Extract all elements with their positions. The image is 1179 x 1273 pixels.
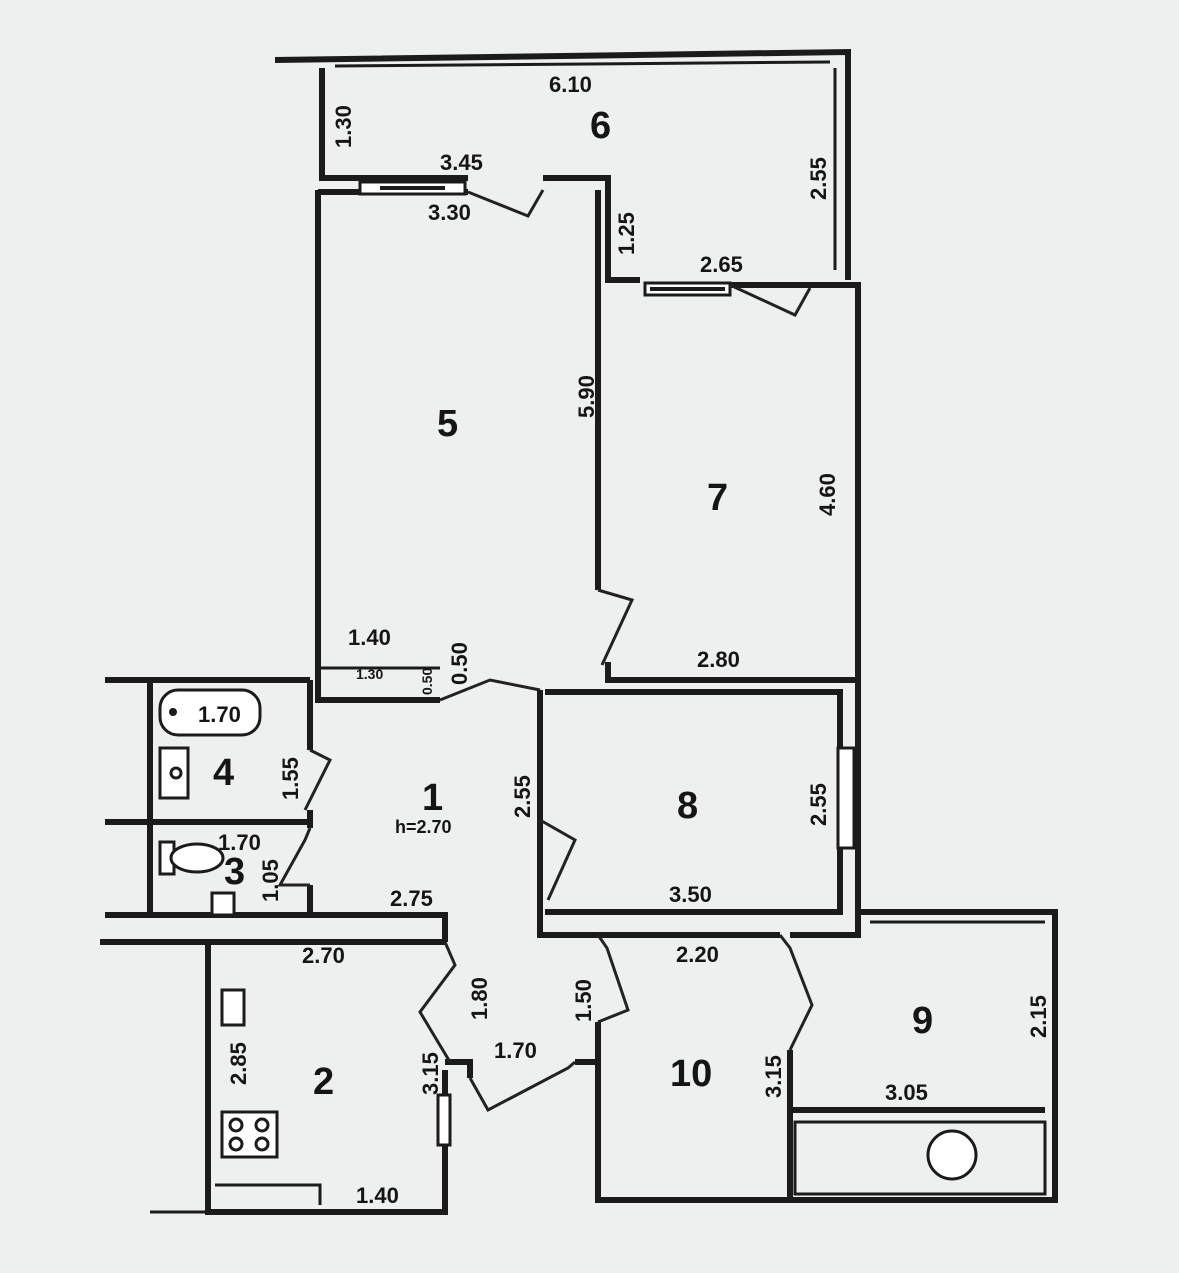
room-label-3: 3	[224, 851, 245, 893]
bathtub-drain	[169, 708, 177, 716]
dim-label: 1.70	[494, 1038, 537, 1063]
dim-label: 3.15	[418, 1052, 443, 1095]
dim-label: 3.50	[669, 882, 712, 907]
room9-round-fixture	[926, 1129, 978, 1181]
balcony-left-wall	[319, 68, 468, 181]
stove-burner	[228, 1136, 244, 1152]
dim-label: 1.80	[467, 977, 492, 1020]
room-label-1: 1	[422, 777, 443, 819]
kitchen-door	[418, 941, 457, 1063]
walls	[100, 48, 1058, 1215]
dim-label: 3.05	[885, 1080, 928, 1105]
room9-door	[778, 934, 814, 1051]
dim-label: 1.40	[348, 625, 391, 650]
balcony-glazing	[334, 60, 831, 68]
wc-door	[277, 827, 312, 887]
room9-divider	[787, 1050, 1045, 1113]
room5-door	[439, 678, 541, 702]
stove-burner	[254, 1117, 270, 1133]
kitchen-outer-wall	[205, 942, 448, 1215]
room-label-10: 10	[670, 1053, 712, 1095]
dim-label: 2.85	[226, 1042, 251, 1085]
room7-balcony-door	[729, 283, 812, 317]
room10-left-jamb	[575, 1022, 601, 1065]
stove	[220, 1110, 279, 1159]
dim-label: 4.60	[815, 473, 840, 516]
room7-right-wall	[728, 282, 861, 920]
balcony-partition-wall	[543, 175, 640, 283]
dim-label: 1.50	[571, 979, 596, 1022]
dim-label: 1.25	[614, 212, 639, 255]
room9-niche	[793, 1120, 1047, 1196]
stove-burner	[228, 1117, 244, 1133]
fixtures	[158, 688, 279, 1159]
room5-balcony-door	[467, 189, 545, 218]
wc-bottom-wall	[105, 912, 448, 942]
dim-label: 5.90	[574, 375, 599, 418]
bathtub	[158, 688, 262, 737]
doors	[277, 189, 814, 1113]
dim-label: 2.70	[302, 943, 345, 968]
dim-label: 2.15	[1026, 995, 1051, 1038]
room8-door	[539, 818, 577, 901]
kitchen-sink	[220, 988, 246, 1027]
stove-burner	[254, 1136, 270, 1152]
dim-label: 1.55	[278, 757, 303, 800]
room-label-2: 2	[313, 1061, 334, 1103]
kitchen-door-jamb	[445, 1059, 473, 1078]
hall-right-wall	[537, 690, 598, 938]
room9-walls	[790, 909, 1058, 1203]
dim-label: 1.30	[331, 105, 356, 148]
dim-label: 6.10	[549, 72, 592, 97]
room7-door	[597, 588, 635, 666]
balcony-outer-wall	[274, 48, 851, 280]
kitchen-window	[436, 1093, 452, 1147]
wc-shaft	[210, 891, 236, 917]
dim-label: 1.70	[198, 702, 241, 727]
dim-label: 2.75	[390, 886, 433, 911]
hall-door	[468, 1060, 576, 1113]
dim-label: 0.50	[419, 668, 435, 695]
room-label-8: 8	[677, 785, 698, 827]
dim-label: 0.50	[447, 642, 472, 685]
dim-label: 3.30	[428, 200, 471, 225]
room-labels: 6 5 7 4 3 1 h=2.70 8 2 10 9	[213, 105, 933, 1103]
room-label-7: 7	[707, 477, 728, 519]
dim-label: 2.55	[806, 783, 831, 826]
room10-walls	[595, 1022, 793, 1203]
dim-label: 2.20	[676, 942, 719, 967]
dim-label: 1.40	[356, 1183, 399, 1208]
dimension-labels: 6.10 1.30 3.45 3.30 1.25 2.55 2.65 5.90 …	[198, 72, 1051, 1208]
room-label-5: 5	[437, 403, 458, 445]
room7-bottom-wall	[605, 662, 858, 683]
room8-window	[836, 746, 856, 850]
dim-label: 3.15	[761, 1055, 786, 1098]
room10-door	[596, 934, 630, 1024]
bath-door	[303, 748, 333, 811]
dim-label: 3.45	[440, 150, 483, 175]
dim-label: 2.55	[510, 775, 535, 818]
dim-label: 1.05	[258, 859, 283, 902]
dim-label: 2.65	[700, 252, 743, 277]
toilet-bowl	[169, 842, 225, 874]
kitchen-counter	[215, 1183, 322, 1205]
room-label-6: 6	[590, 105, 611, 147]
dim-label: 1.70	[218, 830, 261, 855]
ceiling-height: h=2.70	[395, 817, 452, 837]
dim-label: 2.55	[806, 157, 831, 200]
dim-label: 2.80	[697, 647, 740, 672]
windows	[358, 180, 732, 1147]
closet-wall	[315, 660, 440, 703]
dim-label: 1.30	[356, 666, 383, 682]
room-label-9: 9	[912, 1000, 933, 1042]
sink-bowl	[169, 766, 183, 780]
room-label-4: 4	[213, 752, 234, 794]
